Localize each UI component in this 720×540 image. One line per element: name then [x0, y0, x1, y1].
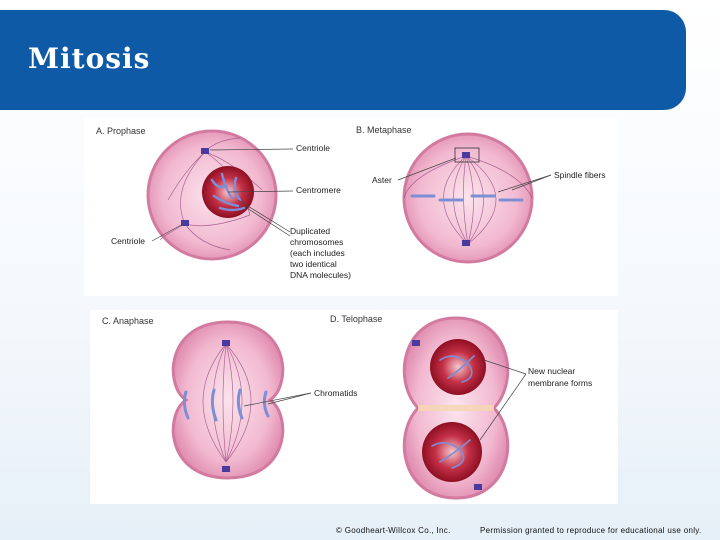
metaphase-centriole-bottom — [462, 240, 470, 246]
telophase-cells — [402, 316, 510, 500]
centriole-left-callout: Centriole — [111, 236, 146, 246]
membrane-line-1: New nuclear — [528, 366, 576, 376]
duplicated-line-4: two identical — [290, 259, 337, 269]
anaphase-centriole-top — [222, 340, 230, 346]
prophase-centriole-top — [201, 148, 209, 154]
slide-title: Mitosis — [28, 42, 151, 75]
metaphase-chromosomes — [410, 194, 524, 202]
title-banner — [0, 10, 686, 110]
permission-text: Permission granted to reproduce for educ… — [480, 526, 702, 535]
aster-callout: Aster — [372, 175, 392, 185]
anaphase-chromatids — [182, 388, 270, 422]
duplicated-line-1: Duplicated — [290, 226, 331, 236]
prophase-centriole-bottom — [181, 220, 189, 226]
telophase-nucleus-top — [430, 339, 486, 395]
anaphase-cell — [171, 320, 285, 480]
prophase-label: A. Prophase — [96, 126, 146, 136]
spindle-fibers-callout: Spindle fibers — [554, 170, 606, 180]
telophase-leader-lines — [479, 359, 527, 441]
chromatids-callout: Chromatids — [314, 388, 358, 398]
copyright-text: © Goodheart-Willcox Co., Inc. — [336, 526, 451, 535]
centriole-top-callout: Centriole — [296, 143, 331, 153]
telophase-centriole-bottom — [474, 484, 482, 490]
duplicated-line-5: DNA molecules) — [290, 270, 351, 280]
metaphase-leader-lines — [397, 157, 552, 193]
telophase-nucleus-bottom — [422, 422, 482, 482]
anaphase-leader-lines — [243, 392, 312, 407]
metaphase-centriole-top — [462, 152, 470, 158]
centromere-callout: Centromere — [296, 185, 341, 195]
duplicated-line-2: chromosomes — [290, 237, 344, 247]
telophase-centriole-top — [412, 340, 420, 346]
membrane-line-2: membrane forms — [528, 378, 593, 388]
metaphase-label: B. Metaphase — [356, 125, 412, 135]
metaphase-aster-box — [454, 147, 480, 163]
telophase-label: D. Telophase — [330, 314, 383, 324]
metaphase-cell — [402, 132, 534, 264]
anaphase-label: C. Anaphase — [102, 316, 154, 326]
duplicated-line-3: (each includes — [290, 248, 345, 258]
prophase-leader-lines — [151, 148, 294, 242]
prophase-chromosomes — [210, 172, 246, 212]
anaphase-centriole-bottom — [222, 466, 230, 472]
